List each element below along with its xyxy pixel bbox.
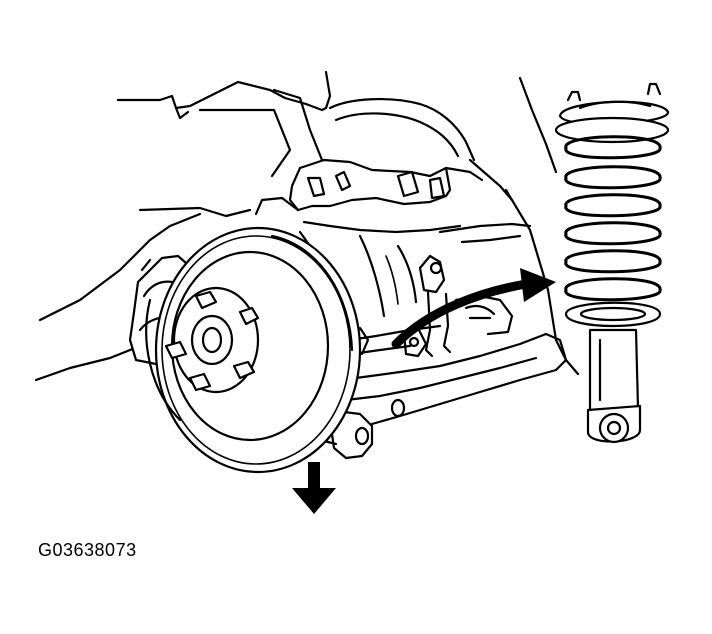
strut-assembly: [554, 82, 670, 444]
wheel-studs: [164, 290, 260, 392]
knuckle-housing: [254, 97, 532, 358]
vehicle-body-outline: [34, 70, 580, 382]
brake-rotor: [145, 226, 362, 474]
figure-code: G03638073: [38, 540, 137, 560]
curved-arrow-icon: [391, 268, 556, 349]
down-arrow-icon: [292, 462, 336, 514]
lower-control-arm: [306, 324, 568, 460]
